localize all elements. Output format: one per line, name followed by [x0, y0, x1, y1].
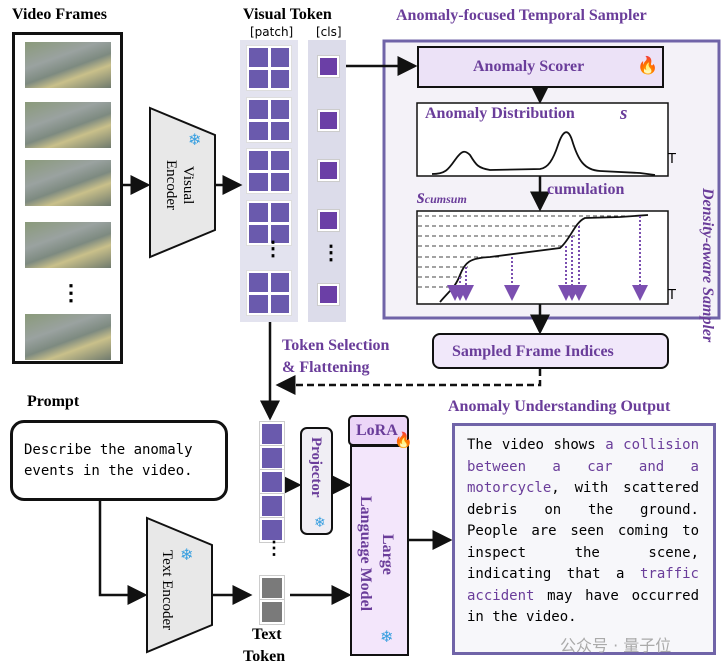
selected-visual-token — [260, 494, 284, 518]
llm-box: Large Language Model ❄ — [350, 445, 409, 656]
cumsum-symbol: scumsum — [417, 186, 467, 209]
sampler-title: Anomaly-focused Temporal Sampler — [396, 7, 647, 24]
cls-label: [cls] — [316, 25, 342, 39]
patch-ellipsis: ⋮ — [263, 238, 283, 260]
video-frame — [25, 42, 111, 88]
patch-token-grid — [246, 45, 292, 91]
token-selection-line1: Token Selection — [282, 337, 390, 354]
anomaly-scorer-box: Anomaly Scorer 🔥 — [417, 46, 664, 88]
prompt-title: Prompt — [27, 393, 80, 410]
selected-visual-token — [260, 422, 284, 446]
selected-visual-token — [260, 446, 284, 470]
distribution-curve — [431, 131, 656, 176]
output-text: The video shows a collision between a ca… — [467, 435, 699, 629]
frames-ellipsis: ⋮ — [60, 280, 82, 305]
sampled-frame-indices-label: Sampled Frame Indices — [452, 343, 614, 360]
selected-visual-token — [260, 470, 284, 494]
cls-token — [318, 160, 339, 181]
video-frames-panel — [12, 32, 123, 364]
text-token — [260, 600, 284, 624]
cls-token — [318, 210, 339, 231]
axis-t-label: T — [668, 152, 676, 167]
prompt-box: Describe the anomaly events in the video… — [10, 420, 228, 501]
watermark: 公众号 · 量子位 — [560, 636, 672, 655]
axis-t-label: T — [668, 288, 676, 303]
text-encoder-shape — [146, 516, 213, 654]
selected-visual-token — [260, 518, 284, 542]
output-segment: , with scattered debris on the ground. P… — [467, 480, 699, 582]
patch-token-grid — [246, 200, 292, 246]
text-encoder-label: Text Encoder — [159, 549, 175, 631]
llm-label-line1: Large — [379, 533, 396, 575]
projector-box: Projector ❄ — [300, 427, 333, 535]
lora-label: LoRA — [356, 422, 398, 439]
llm-label: Large Language Model — [354, 469, 398, 639]
density-sampler-label: Density-aware Sampler — [699, 188, 716, 343]
cumsum-s: s — [417, 186, 425, 208]
snowflake-icon: ❄ — [314, 516, 326, 531]
snowflake-icon: ❄ — [188, 132, 202, 149]
distribution-box — [416, 102, 669, 177]
cumulation-label: cumulation — [547, 181, 625, 198]
prompt-text: Describe the anomaly events in the video… — [24, 442, 193, 479]
text-token-label2: Token — [243, 648, 286, 665]
video-frame — [25, 314, 111, 360]
cls-token — [318, 56, 339, 77]
fire-icon: 🔥 — [637, 56, 659, 75]
patch-token-grid — [246, 148, 292, 194]
token-ellipsis: ⋮ — [265, 538, 283, 558]
fire-icon: 🔥 — [394, 433, 413, 449]
patch-token-grid — [246, 270, 292, 316]
output-segment: The video shows — [467, 437, 606, 453]
llm-label-line2: Language Model — [357, 496, 374, 612]
text-token — [260, 576, 284, 600]
distribution-symbol: s — [620, 103, 628, 124]
video-frame — [25, 102, 111, 148]
output-title: Anomaly Understanding Output — [448, 398, 671, 415]
output-box: The video shows a collision between a ca… — [452, 423, 716, 655]
cls-token — [318, 110, 339, 131]
visual-token-title: Visual Token — [243, 6, 332, 23]
visual-encoder-label: Visual Encoder — [163, 160, 196, 210]
anomaly-scorer-label: Anomaly Scorer — [473, 58, 585, 75]
output-highlight: traffic accident — [467, 566, 699, 604]
projector-label: Projector — [308, 437, 324, 498]
visual-encoder-shape — [149, 106, 216, 259]
output-highlight: a collision between a car and a motorcyc… — [467, 437, 700, 496]
patch-token-grid — [246, 97, 292, 143]
patch-label: [patch] — [250, 25, 294, 39]
cls-ellipsis: ⋮ — [321, 242, 341, 264]
video-frames-title: Video Frames — [12, 6, 107, 23]
cumsum-subscript: cumsum — [424, 192, 467, 206]
video-frame — [25, 222, 111, 268]
cls-token — [318, 284, 339, 305]
snowflake-icon: ❄ — [180, 547, 194, 564]
snowflake-icon: ❄ — [380, 629, 394, 646]
lora-box: LoRA 🔥 — [348, 415, 413, 449]
distribution-label: Anomaly Distribution — [425, 105, 575, 122]
sampled-frame-indices-box: Sampled Frame Indices — [432, 333, 669, 369]
cls-column-bg — [308, 40, 346, 322]
video-frame — [25, 160, 111, 206]
text-token-label1: Text — [252, 626, 282, 643]
output-segment: may have occurred in the video. — [467, 587, 699, 626]
token-selection-line2: & Flattening — [282, 359, 370, 376]
